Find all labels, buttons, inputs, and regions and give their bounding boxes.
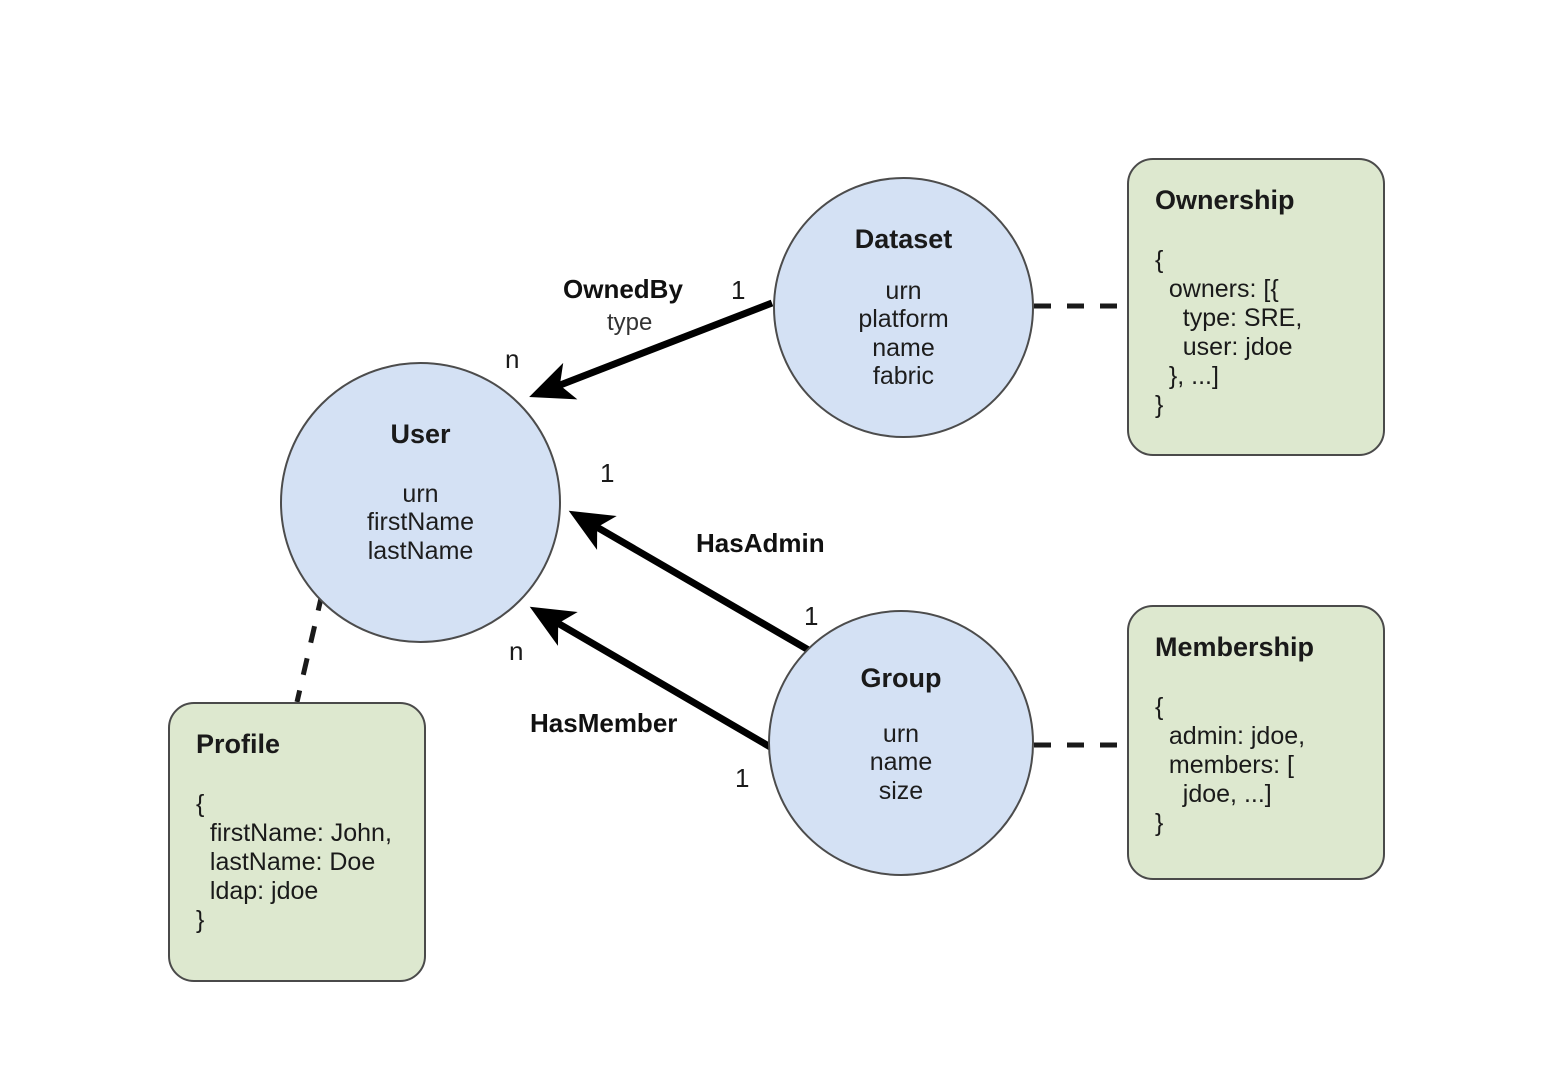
cardinality-ownedby-source: 1 <box>731 275 746 305</box>
entity-dataset-attribute: platform <box>858 305 949 334</box>
entity-dataset-attribute: urn <box>885 276 922 305</box>
entity-dataset-attribute: name <box>872 333 935 362</box>
cardinality-hasadmin-source: 1 <box>804 601 819 631</box>
entity-group-attribute: name <box>869 748 933 777</box>
aspect-profile[interactable]: Profile { firstName: John, lastName: Doe… <box>168 702 426 982</box>
aspect-membership-body: { admin: jdoe, members: [ jdoe, ...] } <box>1155 692 1306 837</box>
edge-label-ownedby: OwnedBy <box>563 274 683 304</box>
entity-user-attribute: firstName <box>367 508 474 537</box>
edge-label-hasmember: HasMember <box>530 708 678 738</box>
entity-user[interactable]: User urn firstName lastName <box>280 362 561 643</box>
edge-sublabel-ownedby-type: type <box>607 309 653 336</box>
aspect-ownership-body: { owners: [{ type: SRE, user: jdoe }, ..… <box>1155 245 1303 419</box>
cardinality-hasadmin-target: 1 <box>600 458 615 488</box>
entity-user-title: User <box>390 419 451 449</box>
entity-group-attributes: urn name size <box>870 720 933 806</box>
cardinality-hasmember-target: n <box>509 636 524 666</box>
aspect-profile-title: Profile <box>196 729 281 759</box>
edge-hasadmin <box>568 510 814 656</box>
edge-ownedby <box>529 299 774 400</box>
entity-dataset-attributes: urn platform name fabric <box>858 277 948 391</box>
entity-dataset-attribute: fabric <box>872 362 935 391</box>
aspect-ownership[interactable]: Ownership { owners: [{ type: SRE, user: … <box>1127 158 1385 456</box>
entity-user-attribute: urn <box>402 479 439 508</box>
edge-user-profile <box>294 593 325 703</box>
aspect-membership-title: Membership <box>1155 632 1315 662</box>
cardinality-ownedby-target: n <box>505 344 520 374</box>
edge-hasmember <box>529 606 774 752</box>
entity-group-attribute: size <box>878 776 924 805</box>
entity-dataset[interactable]: Dataset urn platform name fabric <box>773 177 1034 438</box>
entity-user-attribute: lastName <box>367 536 474 565</box>
entity-group-title: Group <box>860 663 942 693</box>
edge-label-hasadmin: HasAdmin <box>696 528 825 558</box>
cardinality-hasmember-source: 1 <box>735 763 750 793</box>
aspect-profile-body: { firstName: John, lastName: Doe ldap: j… <box>196 789 392 934</box>
aspect-membership[interactable]: Membership { admin: jdoe, members: [ jdo… <box>1127 605 1385 880</box>
entity-user-attributes: urn firstName lastName <box>367 480 474 566</box>
entity-dataset-title: Dataset <box>854 224 953 254</box>
entity-group[interactable]: Group urn name size <box>768 610 1034 876</box>
aspect-ownership-title: Ownership <box>1155 185 1295 215</box>
entity-group-attribute: urn <box>882 719 920 748</box>
